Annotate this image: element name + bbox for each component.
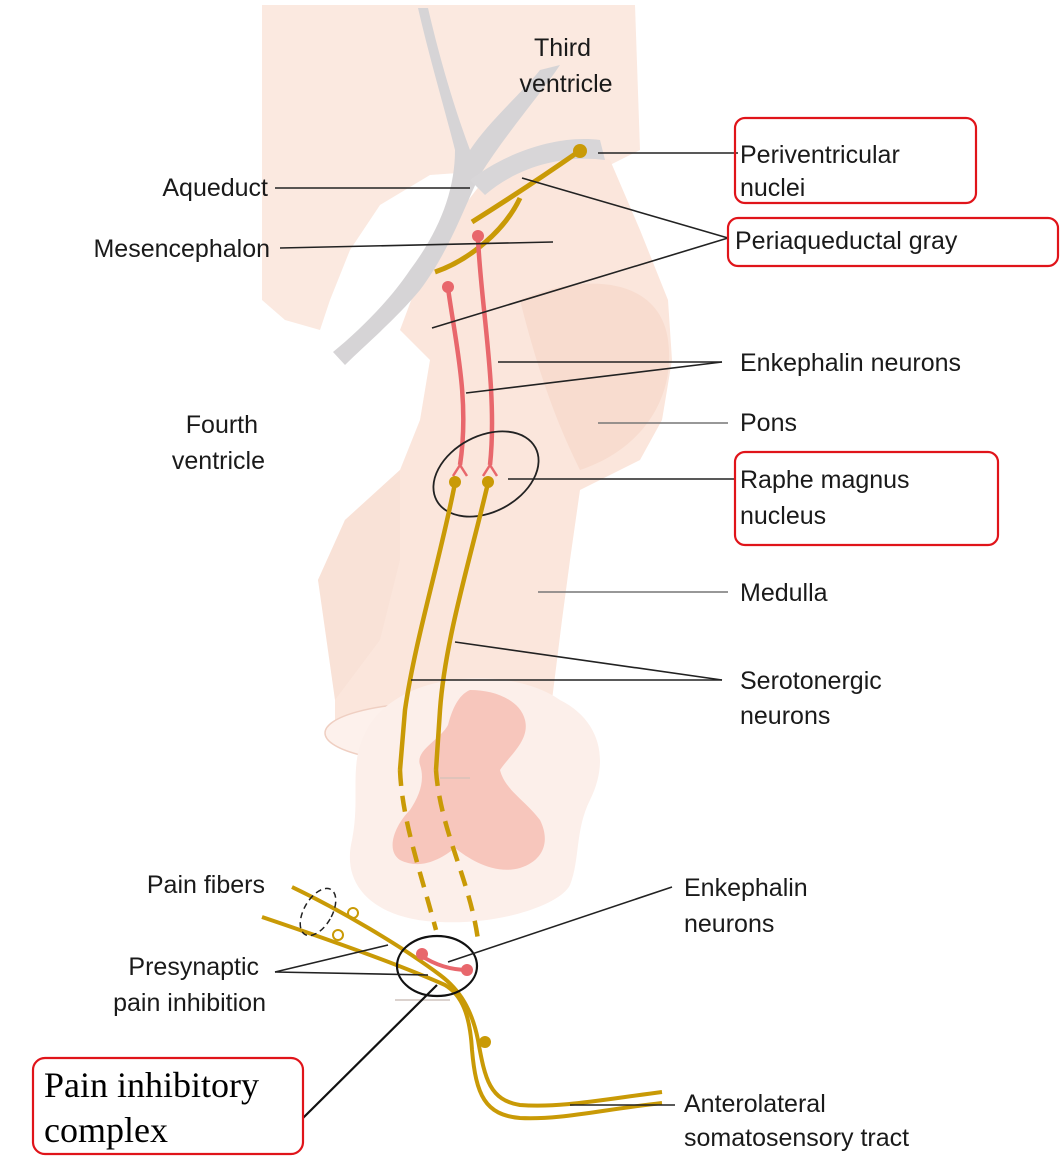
label-mesencephalon: Mesencephalon <box>93 235 270 263</box>
label-presynaptic-pain-inhibition: Presynaptic pain inhibition <box>113 953 266 1017</box>
dorsal-horn-enkephalin-soma-2 <box>461 964 473 976</box>
label-periventricular-nuclei: Periventricular nuclei <box>740 141 907 202</box>
label-fourth-ventricle: Fourth ventricle <box>172 411 265 475</box>
dorsal-horn-enkephalin-soma-1 <box>416 948 428 960</box>
serotonergic-soma-2 <box>482 476 494 488</box>
serotonergic-soma-1 <box>449 476 461 488</box>
spinal-cord-anatomy <box>350 678 600 922</box>
label-medulla: Medulla <box>740 579 828 607</box>
leader-presynaptic-2 <box>275 972 428 975</box>
dorsal-horn-serotonergic-soma <box>479 1036 491 1048</box>
enkephalin-soma-2 <box>472 230 484 242</box>
label-periaqueductal-gray: Periaqueductal gray <box>735 227 958 255</box>
label-aqueduct: Aqueduct <box>162 174 268 202</box>
brainstem-anatomy <box>262 5 672 763</box>
pain-fiber-2 <box>262 917 662 1118</box>
label-pain-fibers: Pain fibers <box>147 871 265 899</box>
label-enkephalin-neurons-upper: Enkephalin neurons <box>740 349 961 377</box>
pain-fiber-terminal-a <box>348 908 358 918</box>
periventricular-neuron-soma <box>573 144 587 158</box>
label-anterolateral-tract: Anterolateral somatosensory tract <box>684 1090 909 1152</box>
enkephalin-soma-1 <box>442 281 454 293</box>
label-serotonergic-neurons: Serotonergic neurons <box>740 667 889 730</box>
leader-pain-complex <box>303 985 437 1118</box>
label-enkephalin-neurons-lower: Enkephalin neurons <box>684 874 815 938</box>
label-pain-inhibitory-complex: Pain inhibitory complex <box>44 1065 268 1150</box>
pain-fiber-terminal-b <box>333 930 343 940</box>
label-pons: Pons <box>740 409 797 437</box>
label-raphe-magnus-nucleus: Raphe magnus nucleus <box>740 466 917 530</box>
leader-presynaptic-1 <box>275 945 388 972</box>
